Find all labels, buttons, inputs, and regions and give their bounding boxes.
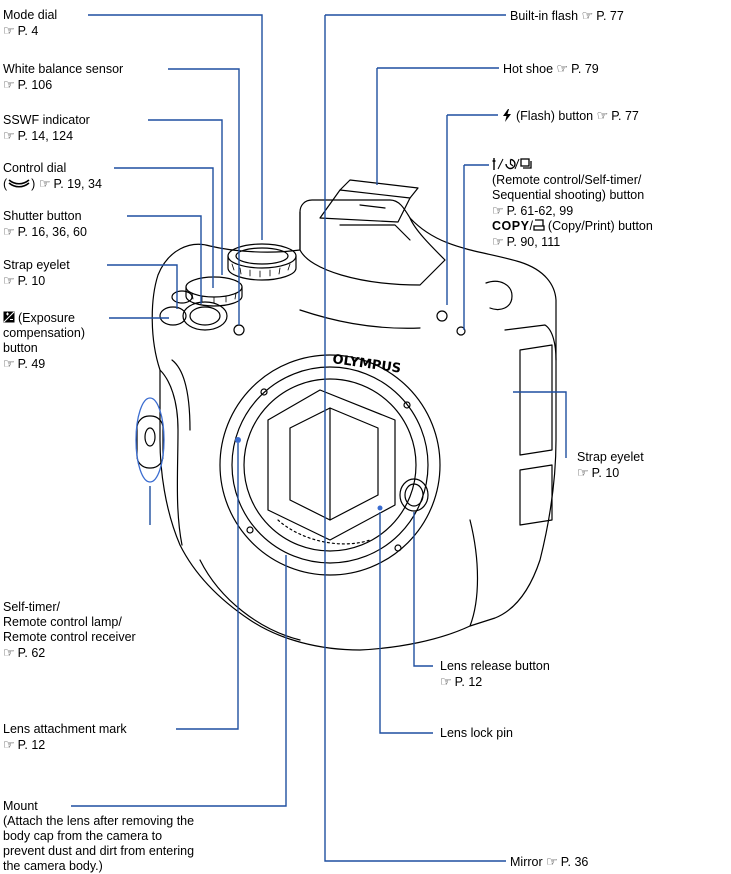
label-lens-release-button: Lens release button P. 12: [440, 659, 550, 690]
label-mirror: Mirror P. 36: [510, 854, 588, 870]
label-hot-shoe: Hot shoe P. 79: [503, 61, 599, 77]
flash-icon: [503, 109, 511, 122]
label-white-balance-sensor: White balance sensor P. 106: [3, 62, 123, 93]
label-strap-eyelet-right: Strap eyelet P. 10: [577, 450, 644, 481]
label-built-in-flash: Built-in flash P. 77: [510, 8, 624, 24]
label-control-dial: Control dial () P. 19, 34: [3, 161, 102, 192]
label-flash-button: (Flash) button P. 77: [502, 108, 639, 124]
label-lens-attachment-mark: Lens attachment mark P. 12: [3, 722, 127, 753]
label-shutter-button: Shutter button P. 16, 36, 60: [3, 209, 87, 240]
label-lens-lock-pin: Lens lock pin: [440, 726, 513, 740]
label-exposure-compensation: (Exposure compensation) button P. 49: [3, 311, 85, 372]
label-mount: Mount (Attach the lens after removing th…: [3, 799, 195, 873]
label-remote-self-timer-button: (Remote control/Self-timer/ Sequential s…: [492, 157, 653, 250]
label-sswf-indicator: SSWF indicator P. 14, 124: [3, 113, 90, 144]
label-strap-eyelet-left: Strap eyelet P. 10: [3, 258, 70, 289]
label-self-timer-lamp: Self-timer/ Remote control lamp/ Remote …: [3, 600, 136, 661]
label-mode-dial: Mode dial P. 4: [3, 8, 57, 39]
remote-self-timer-sequential-icon: [492, 158, 532, 170]
print-icon: [533, 219, 545, 231]
control-dial-icon: [8, 179, 30, 188]
exposure-compensation-icon: [3, 311, 15, 323]
